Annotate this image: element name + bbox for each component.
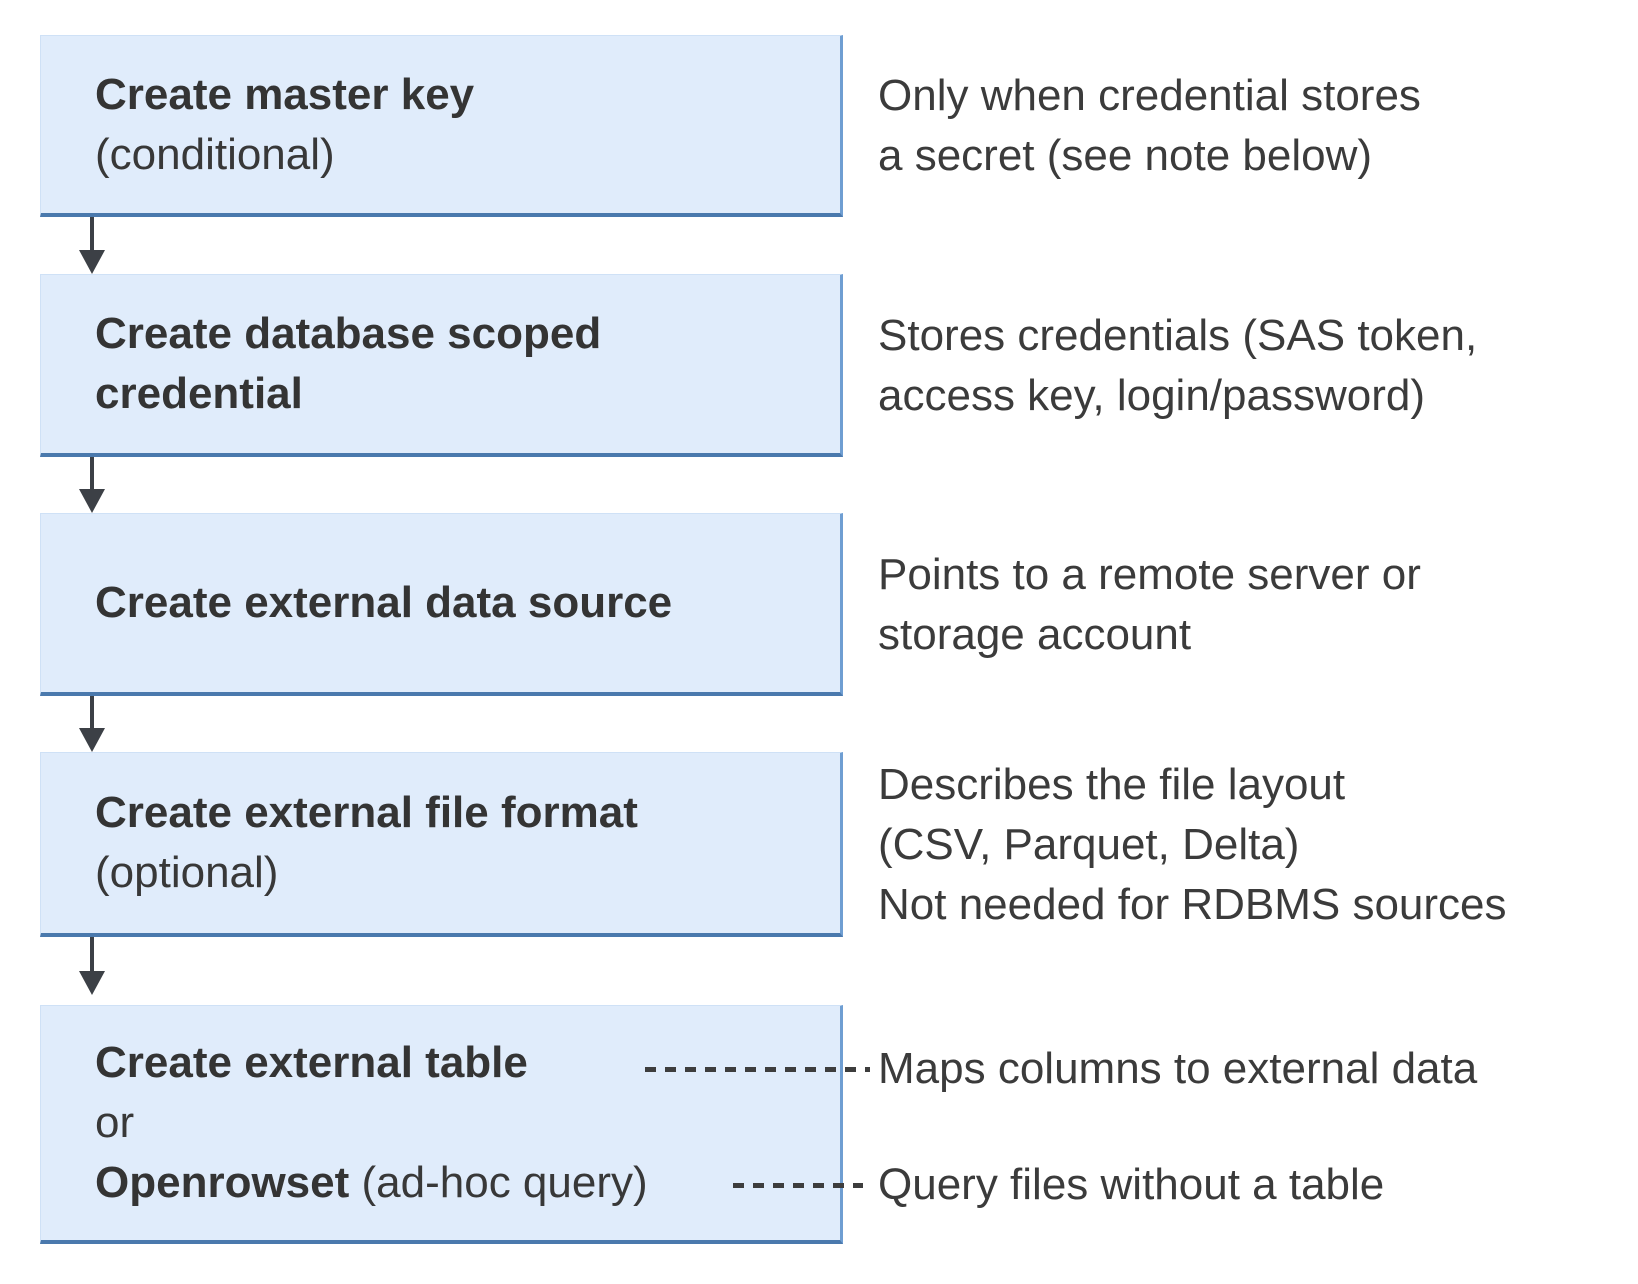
note-database-scoped-credential: Stores credentials (SAS token, access ke… [878, 274, 1618, 457]
note-line: storage account [878, 609, 1192, 659]
note-external-data-source: Points to a remote server or storage acc… [878, 513, 1618, 696]
note-line: Stores credentials (SAS token, [878, 310, 1478, 360]
step-title-openrowset: Openrowset (ad-hoc query) [95, 1153, 840, 1213]
step-title: Create external data source [95, 578, 673, 627]
arrow-stem [90, 696, 94, 730]
arrow-head-icon [79, 971, 105, 995]
arrow-head-icon [79, 728, 105, 752]
step-qualifier: (conditional) [95, 129, 335, 179]
step-box-create-external-data-source: Create external data source [40, 513, 843, 696]
note-external-table: Maps columns to external data [878, 1039, 1618, 1099]
note-line: access key, login/password) [878, 370, 1425, 420]
step-box-create-external-table-or-openrowset: Create external table or Openrowset (ad-… [40, 1005, 843, 1244]
step-box-create-database-scoped-credential: Create database scoped credential [40, 274, 843, 457]
flow-arrow-down-2 [79, 457, 105, 513]
step-title: Create external file format [95, 788, 638, 837]
adhoc-query-label: (ad-hoc query) [349, 1158, 648, 1207]
note-line: Not needed for RDBMS sources [878, 879, 1507, 929]
arrow-head-icon [79, 250, 105, 274]
flow-arrow-down-1 [79, 217, 105, 274]
note-line: Points to a remote server or [878, 549, 1421, 599]
note-line: a secret (see note below) [878, 131, 1373, 180]
flow-arrow-down-4 [79, 937, 105, 995]
note-external-file-format: Describes the file layout (CSV, Parquet,… [878, 752, 1618, 937]
arrow-stem [90, 457, 94, 491]
note-line: Maps columns to external data [878, 1044, 1478, 1093]
step-box-create-master-key: Create master key (conditional) [40, 35, 843, 217]
note-line: Describes the file layout [878, 759, 1346, 809]
note-create-master-key: Only when credential stores a secret (se… [878, 35, 1618, 217]
openrowset-label: Openrowset [95, 1158, 350, 1207]
arrow-stem [90, 937, 94, 973]
note-line: (CSV, Parquet, Delta) [878, 819, 1300, 869]
flow-arrow-down-3 [79, 696, 105, 752]
arrow-head-icon [79, 489, 105, 513]
step-or-label: or [95, 1098, 135, 1147]
step-qualifier: (optional) [95, 848, 279, 897]
note-line: Only when credential stores [878, 71, 1421, 120]
note-line: Query files without a table [878, 1160, 1385, 1209]
step-title: Create master key [95, 69, 475, 119]
step-title: Create external table [95, 1038, 528, 1087]
dashed-connector-external-table [645, 1067, 870, 1072]
step-title: Create database scoped [95, 309, 602, 358]
step-box-create-external-file-format: Create external file format (optional) [40, 752, 843, 937]
arrow-stem [90, 217, 94, 252]
dashed-connector-openrowset [733, 1183, 863, 1188]
step-title-continued: credential [95, 369, 303, 418]
note-openrowset: Query files without a table [878, 1155, 1618, 1215]
